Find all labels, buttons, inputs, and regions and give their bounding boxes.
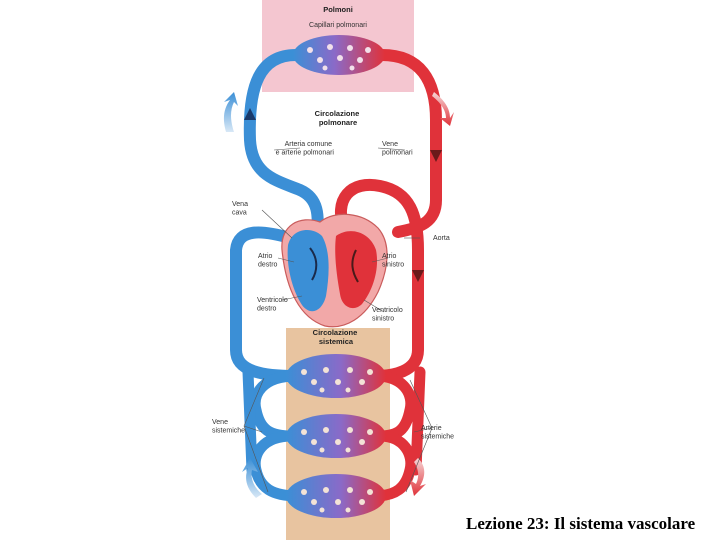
capillary-beds (286, 35, 386, 518)
systemic-circulation-line-1: Circolazione (313, 328, 358, 337)
pulmonary-veins-line-2: polmonari (382, 150, 413, 157)
left-heart-chambers (335, 231, 378, 309)
pulmonary-vein-flow-arrow (430, 150, 442, 162)
pulmonary-capillary-bed (293, 35, 385, 75)
pulmonary-arteries-line-2: e arterie polmonari (276, 150, 335, 157)
systemic-capillary-bed-1 (286, 354, 386, 398)
systemic-veins-label: Vene sistemiche (212, 419, 245, 435)
slide-caption: Lezione 23: Il sistema vascolare (466, 514, 696, 533)
lungs-capillaries-label: Capillari polmonari (309, 22, 367, 29)
aorta-label: Aorta (433, 235, 450, 242)
right-heart-chambers (287, 229, 329, 312)
systemic-veins-line-1: Vene (212, 419, 228, 426)
pulmonary-arteries-line-1: Arteria comune (285, 141, 333, 148)
pulmonary-arteries-label: Arteria comune e arterie polmonari (276, 141, 335, 157)
left-ventricle-line-1: Ventricolo (372, 307, 403, 314)
downward-flow-arrow-top (432, 92, 454, 126)
pulmonary-circulation-line-2: polmonare (319, 118, 357, 127)
lungs-title: Polmoni (323, 5, 353, 14)
systemic-capillary-bed-2 (286, 414, 386, 458)
right-ventricle-label: Ventricolo destro (257, 297, 290, 313)
right-atrium-line-2: destro (258, 262, 278, 269)
left-atrium-label: Atrio sinistro (382, 253, 404, 269)
downward-flow-arrow-bottom (410, 458, 426, 496)
heart-flow-arrow-left (351, 249, 359, 283)
vessel-flow-arrows (244, 108, 442, 282)
pulmonary-artery-flow-arrow (244, 108, 256, 120)
systemic-circulation-line-2: sistemica (319, 337, 354, 346)
systemic-arteries-label: Arterie sistemiche (421, 425, 454, 441)
vena-cava-line-1: Vena (232, 201, 248, 208)
upward-flow-arrow-top (223, 92, 238, 132)
systemic-artery-trunk (410, 366, 426, 476)
pulmonary-veins-label: Vene polmonari (382, 141, 413, 157)
right-atrium-label: Atrio destro (258, 253, 278, 269)
heart-flow-arrow-right (309, 247, 318, 281)
left-ventricle-label: Ventricolo sinistro (372, 307, 405, 323)
aorta-flow-arrow (412, 270, 424, 282)
systemic-capillary-bed-3 (286, 474, 386, 518)
systemic-artery-2 (368, 430, 417, 502)
upward-flow-arrow-bottom (242, 458, 262, 498)
aorta-arch-path (334, 178, 424, 382)
pulmonary-circulation-line-1: Circolazione (315, 109, 360, 118)
right-atrium-line-1: Atrio (258, 253, 273, 260)
pulmonary-circulation-title: Circolazione polmonare (315, 109, 362, 127)
pulmonary-veins-line-1: Vene (382, 141, 398, 148)
vena-cava-line-2: cava (232, 210, 247, 217)
systemic-circulation-title: Circolazione sistemica (313, 328, 360, 346)
left-atrium-line-2: sinistro (382, 262, 404, 269)
systemic-arteries-line-1: Arterie (421, 425, 442, 432)
left-ventricle-line-2: sinistro (372, 316, 394, 323)
leader-lines (243, 147, 433, 493)
heart (281, 213, 388, 328)
vena-cava-label: Vena cava (232, 201, 250, 217)
vena-cava-path (230, 226, 302, 382)
vessels (230, 49, 442, 502)
left-atrium-line-1: Atrio (382, 253, 397, 260)
systemic-veins-line-2: sistemiche (212, 428, 245, 435)
right-ventricle-line-1: Ventricolo (257, 297, 288, 304)
pulmonary-artery-path (243, 49, 324, 246)
right-ventricle-line-2: destro (257, 306, 277, 313)
systemic-vein-trunk (242, 366, 258, 476)
systemic-arteries-line-2: sistemiche (421, 434, 454, 441)
